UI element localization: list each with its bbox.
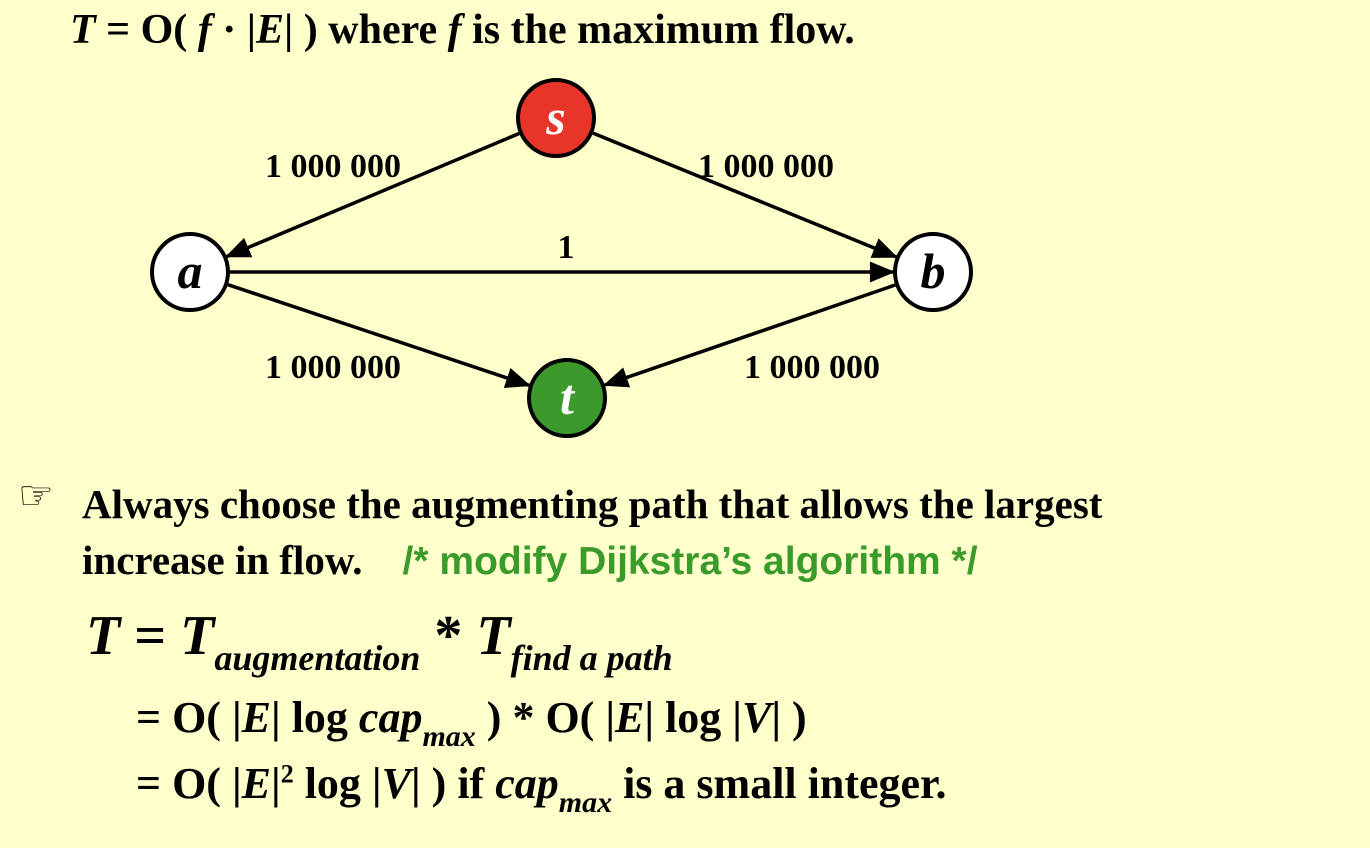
- flow-network-diagram: 1 000 000 1 000 000 1 1 000 000 1 000 000 s a…: [150, 78, 973, 438]
- edges-layer: [224, 131, 898, 388]
- formula-T: T: [86, 605, 121, 667]
- title-T: T: [70, 7, 96, 53]
- bullet-text: Always choose the augmenting path that a…: [82, 476, 1102, 590]
- edge-labels-layer: 1 000 000 1 000 000 1 1 000 000 1 000 000: [265, 148, 880, 386]
- edge-s-b: [592, 131, 898, 259]
- edge-capacity-s-a: 1 000 000: [265, 148, 401, 185]
- f2-E2: E: [615, 693, 645, 742]
- node-label-a: a: [178, 243, 203, 299]
- edge-capacity-s-b: 1 000 000: [698, 148, 834, 185]
- formula-star: *: [420, 605, 477, 667]
- f3-d: | ) if: [410, 759, 496, 808]
- title-eq: = O(: [95, 7, 198, 53]
- bullet-line-2: increase in flow. /* modify Dijkstra’s al…: [82, 532, 1102, 590]
- formula-sub-augmentation: augmentation: [214, 638, 421, 678]
- edge-s-a: [224, 131, 520, 259]
- edge-capacity-a-t: 1 000 000: [265, 349, 401, 386]
- node-label-b: b: [921, 243, 946, 299]
- node-t: t: [527, 358, 607, 438]
- f3-cap: cap: [495, 759, 559, 808]
- formula-line-3: = O( |E|2 log |V| ) if capmax is a small…: [136, 758, 947, 820]
- node-circle-b: [893, 232, 973, 312]
- edge-a-t: [227, 283, 532, 388]
- f3-sup: 2: [280, 759, 294, 789]
- f3-b: |: [271, 759, 281, 808]
- complexity-title: T = O( f · |E| ) where f is the maximum …: [70, 6, 855, 54]
- f2-E: E: [241, 693, 271, 742]
- title-f: f: [197, 7, 212, 53]
- f2-e: | ): [771, 693, 807, 742]
- f2-max: max: [422, 720, 476, 753]
- node-b: b: [893, 232, 973, 312]
- f2-cap: cap: [358, 693, 423, 742]
- f2-a: = O( |: [136, 693, 242, 742]
- f3-max: max: [558, 786, 613, 819]
- f3-a: = O( |: [136, 759, 242, 808]
- formula-sub-find-path: find a path: [510, 638, 673, 678]
- edge-b-t: [602, 283, 896, 388]
- f2-V: V: [741, 693, 772, 742]
- dijkstra-comment: /* modify Dijkstra’s algorithm */: [402, 540, 978, 583]
- title-f2: f: [447, 7, 462, 53]
- node-s: s: [516, 78, 596, 158]
- title-close: | ) where: [284, 7, 448, 53]
- pointing-hand-icon: ☞: [18, 473, 54, 518]
- f3-V: V: [381, 759, 411, 808]
- title-E: E: [256, 7, 285, 53]
- node-label-t: t: [560, 369, 576, 425]
- title-dot: · |: [211, 7, 257, 53]
- node-a: a: [150, 232, 230, 312]
- f2-c: ) * O( |: [475, 693, 616, 742]
- node-circle-t: [527, 358, 607, 438]
- f3-c: log |: [293, 759, 382, 808]
- formula-main: T = Taugmentation * Tfind a path: [86, 604, 673, 679]
- formula-T3: T: [476, 605, 511, 667]
- bullet-line-1: Always choose the augmenting path that a…: [82, 481, 1103, 527]
- title-rest: is the maximum flow.: [461, 7, 855, 53]
- node-circle-a: [150, 232, 230, 312]
- nodes-layer: s a b t: [150, 78, 973, 438]
- edge-capacity-b-t: 1 000 000: [744, 349, 880, 386]
- node-label-s: s: [545, 89, 565, 145]
- formula-line-2: = O( |E| log capmax ) * O( |E| log |V| ): [136, 692, 807, 754]
- f3-e: is a small integer.: [612, 759, 947, 808]
- formula-T2: T: [180, 605, 215, 667]
- f2-d: | log |: [644, 693, 742, 742]
- node-circle-s: [516, 78, 596, 158]
- bullet-line-2-text: increase in flow.: [82, 537, 363, 583]
- edge-capacity-a-b: 1: [558, 229, 575, 266]
- f3-E: E: [241, 759, 271, 808]
- formula-eq: =: [120, 605, 181, 667]
- f2-b: | log: [271, 693, 359, 742]
